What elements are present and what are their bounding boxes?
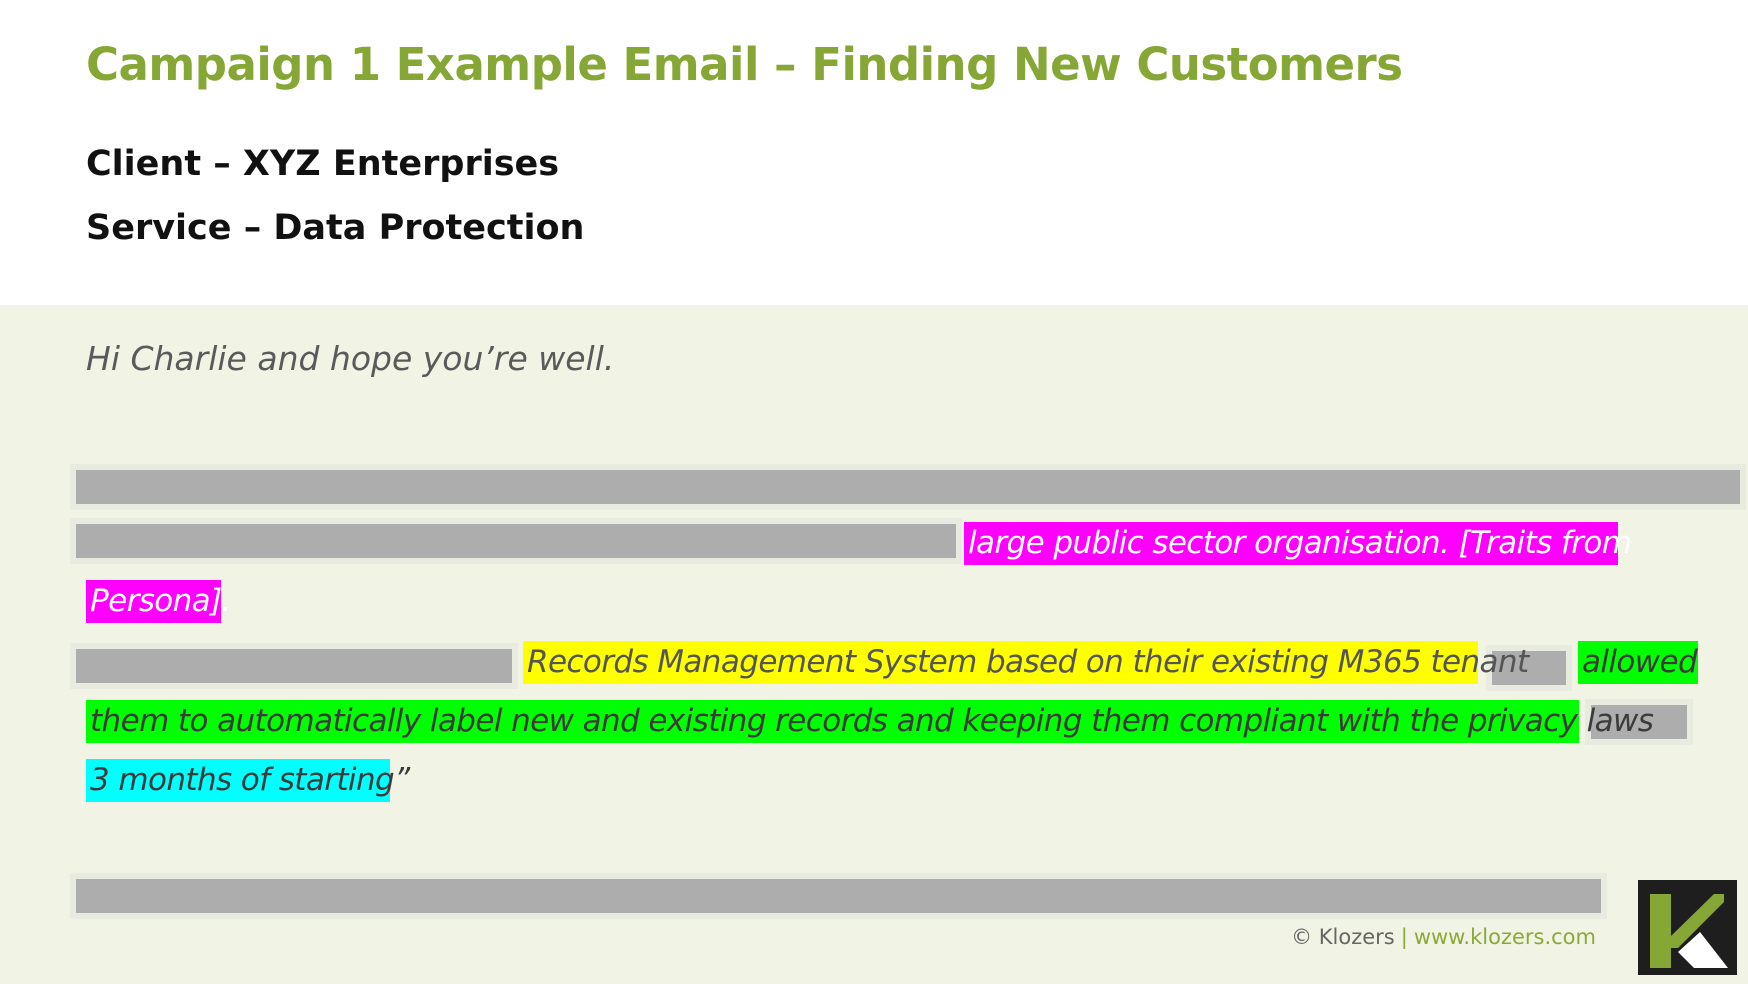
- redaction-block: [76, 524, 956, 558]
- header: Campaign 1 Example Email – Finding New C…: [0, 0, 1748, 305]
- redaction-block: [76, 879, 1601, 913]
- highlight-green-line-2: them to automatically label new and exis…: [86, 700, 1654, 743]
- k-logo-svg: [1650, 894, 1728, 968]
- page-title: Campaign 1 Example Email – Finding New C…: [86, 38, 1403, 91]
- redaction-block: [1492, 651, 1566, 685]
- redaction-block: [76, 649, 512, 683]
- highlight-yellow: Records Management System based on their…: [523, 641, 1529, 684]
- footer-url-link[interactable]: www.klozers.com: [1413, 925, 1596, 949]
- highlight-green-line-1: allowed: [1578, 641, 1698, 684]
- klozers-k-logo-icon: [1638, 880, 1737, 975]
- client-line: Client – XYZ Enterprises: [86, 144, 560, 184]
- highlight-magenta-line-2: Persona].: [86, 580, 231, 623]
- highlight-magenta-line-1: large public sector organisation. [Trait…: [964, 522, 1632, 565]
- footer-separator: |: [1400, 925, 1408, 949]
- email-greeting: Hi Charlie and hope you’re well.: [86, 339, 615, 378]
- service-line: Service – Data Protection: [86, 208, 585, 248]
- copyright-text: © Klozers: [1291, 925, 1395, 949]
- redaction-block: [76, 470, 1740, 504]
- redaction-block: [1591, 705, 1687, 739]
- highlight-cyan: 3 months of starting”: [86, 759, 410, 802]
- footer-copyright: © Klozers|www.klozers.com: [1291, 922, 1596, 952]
